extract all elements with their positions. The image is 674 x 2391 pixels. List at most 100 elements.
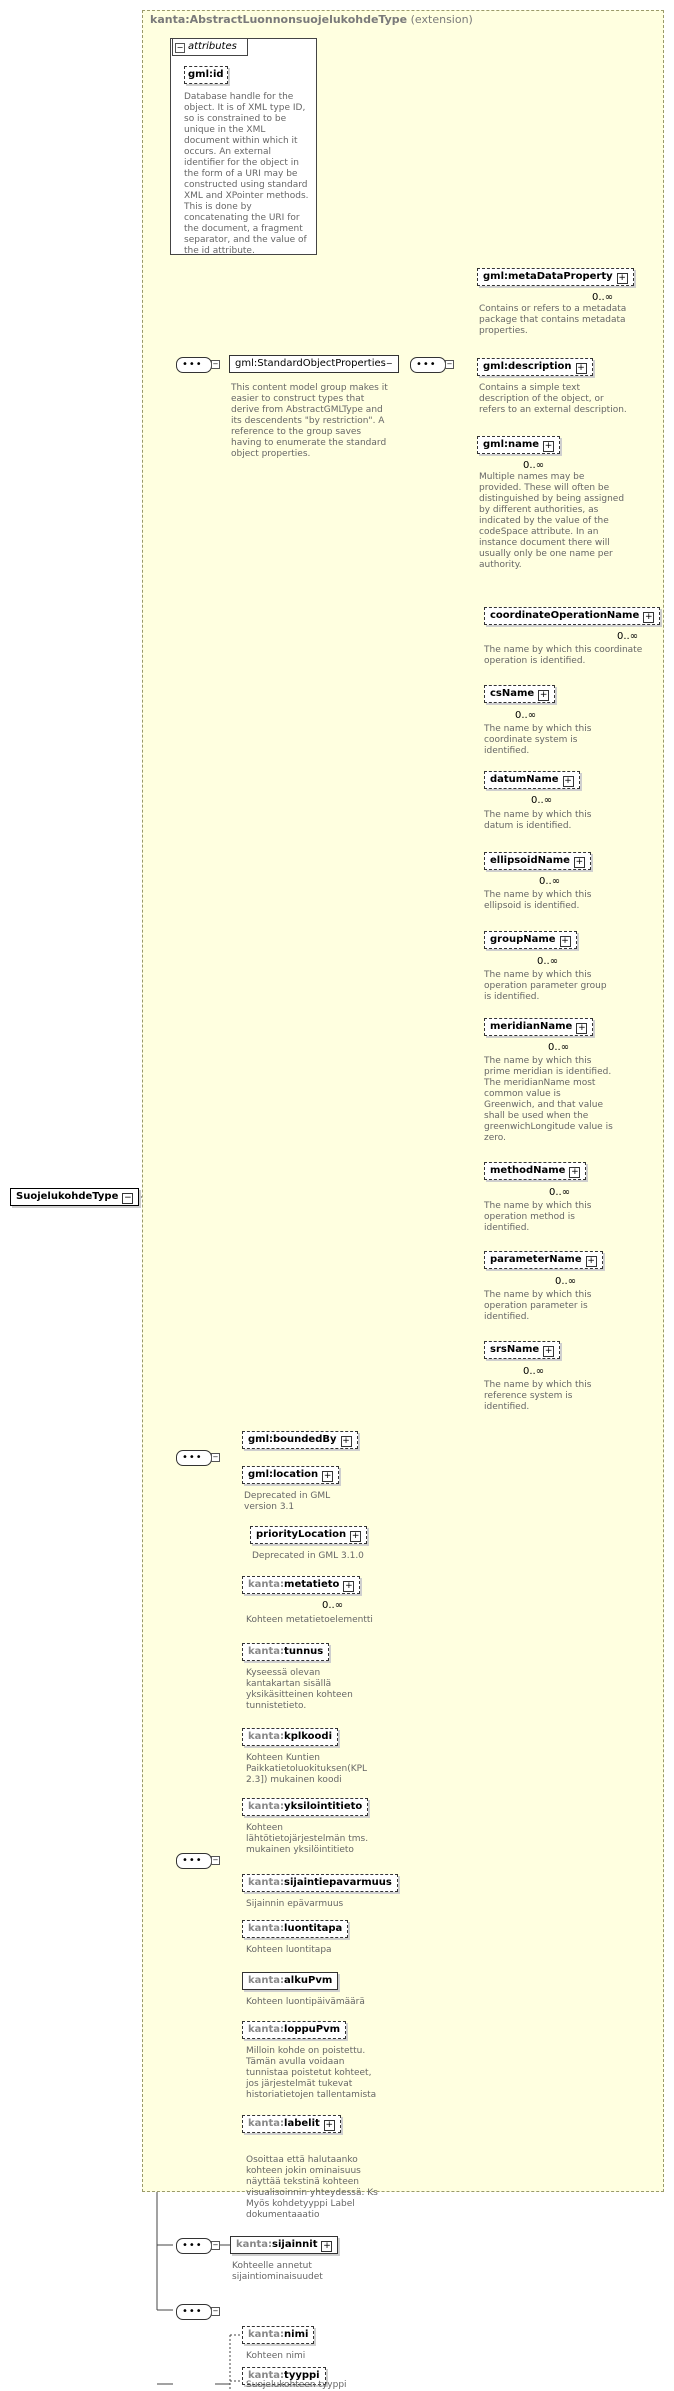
- kanta-tyyppi-element[interactable]: kanta:tyyppi: [242, 2367, 326, 2385]
- occurrence-label: 0..∞: [549, 1187, 571, 1198]
- occurrence-label: 0..∞: [548, 1042, 570, 1053]
- element-description: The name by which this operation paramet…: [484, 970, 607, 1002]
- sequence-compositor[interactable]: [176, 2238, 212, 2254]
- standard-object-properties-description: This content model group makes it easier…: [231, 383, 388, 459]
- root-element[interactable]: SuojelukohdeType−: [10, 1188, 140, 1206]
- element-description: Sijainnin epävarmuus: [246, 1899, 344, 1909]
- gml-location-element[interactable]: gml:location+: [242, 1466, 340, 1484]
- sequence-compositor[interactable]: [410, 357, 446, 373]
- kanta-loppupvm-element[interactable]: kanta:loppuPvm: [242, 2021, 347, 2039]
- expand-icon: +: [643, 612, 655, 623]
- element-description: The name by which this prime meridian is…: [484, 1056, 613, 1143]
- element-description: Kohteen metatietoelementti: [246, 1615, 373, 1625]
- gml-metadataproperty-element[interactable]: gml:metaDataProperty+: [477, 268, 634, 286]
- standard-object-properties-group[interactable]: gml:StandardObjectProperties−: [229, 355, 399, 373]
- methodname-element[interactable]: methodName+: [484, 1162, 587, 1180]
- element-description: Kohteen luontitapa: [246, 1945, 332, 1955]
- element-description: The name by which this coordinate system…: [484, 724, 592, 756]
- expand-icon: +: [576, 1023, 588, 1034]
- element-description: The name by which this datum is identifi…: [484, 810, 592, 831]
- occurrence-label: 0..∞: [531, 795, 553, 806]
- parametername-element[interactable]: parameterName+: [484, 1251, 603, 1269]
- collapse-icon[interactable]: −: [445, 360, 454, 369]
- collapse-icon[interactable]: −: [211, 1856, 220, 1865]
- occurrence-label: 0..∞: [539, 876, 561, 887]
- gml-boundedby-element[interactable]: gml:boundedBy+: [242, 1431, 358, 1449]
- collapse-icon[interactable]: −: [211, 360, 220, 369]
- expand-icon: +: [538, 690, 550, 701]
- element-description: The name by which this reference system …: [484, 1380, 592, 1412]
- expand-icon: +: [340, 1436, 352, 1447]
- expand-icon: +: [569, 1167, 581, 1178]
- gml-name-element[interactable]: gml:name+: [477, 436, 561, 454]
- ellipsoidname-element[interactable]: ellipsoidName+: [484, 852, 591, 870]
- element-description: Deprecated in GML version 3.1: [244, 1491, 331, 1512]
- collapse-icon[interactable]: −: [122, 1193, 134, 1204]
- element-description: Deprecated in GML 3.1.0: [252, 1551, 364, 1561]
- kanta-kplkoodi-element[interactable]: kanta:kplkoodi: [242, 1728, 338, 1746]
- expand-icon: +: [559, 936, 571, 947]
- occurrence-label: 0..∞: [537, 956, 559, 967]
- expand-icon: +: [573, 857, 585, 868]
- collapse-icon[interactable]: −: [385, 359, 393, 368]
- kanta-sijaintiepavarmuus-element[interactable]: kanta:sijaintiepavarmuus: [242, 1874, 398, 1892]
- occurrence-label: 0..∞: [322, 1600, 344, 1611]
- srsname-element[interactable]: srsName+: [484, 1341, 561, 1359]
- element-description: Multiple names may be provided. These wi…: [479, 472, 625, 570]
- datumname-element[interactable]: datumName+: [484, 771, 580, 789]
- expand-icon: +: [321, 2241, 333, 2252]
- expand-icon: +: [575, 363, 587, 374]
- element-description: Kohteen nimi: [246, 2351, 306, 2361]
- element-description: Kohteen Kuntien Paikkatietoluokituksen(K…: [246, 1753, 368, 1785]
- sequence-compositor[interactable]: [176, 1450, 212, 1466]
- occurrence-label: 0..∞: [523, 460, 545, 471]
- element-description: Kohteen lähtötietojärjestelmän tms. muka…: [246, 1823, 369, 1855]
- expand-icon: +: [543, 1346, 555, 1357]
- kanta-sijainnit-element[interactable]: kanta:sijainnit+: [230, 2236, 339, 2254]
- expand-icon: +: [323, 2120, 335, 2131]
- kanta-tunnus-element[interactable]: kanta:tunnus: [242, 1643, 330, 1661]
- gml-id-attribute[interactable]: gml:id: [184, 66, 228, 84]
- occurrence-label: 0..∞: [515, 710, 537, 721]
- expand-icon: +: [543, 441, 555, 452]
- kanta-labelit-element[interactable]: kanta:labelit+: [242, 2115, 341, 2133]
- root-label: SuojelukohdeType: [16, 1191, 119, 1202]
- expand-icon: +: [350, 1531, 362, 1542]
- sequence-compositor[interactable]: [176, 1853, 212, 1869]
- gml-id-description: Database handle for the object. It is of…: [184, 92, 309, 256]
- kanta-yksilointitieto-element[interactable]: kanta:yksilointitieto: [242, 1798, 369, 1816]
- occurrence-label: 0..∞: [523, 1366, 545, 1377]
- kanta-luontitapa-element[interactable]: kanta:luontitapa: [242, 1920, 349, 1938]
- element-description: Kohteelle annetut sijaintiominaisuudet: [232, 2261, 323, 2282]
- occurrence-label: 0..∞: [555, 1276, 577, 1287]
- groupname-element[interactable]: groupName+: [484, 931, 577, 949]
- element-description: Kyseessä olevan kantakartan sisällä yksi…: [246, 1668, 353, 1711]
- extension-title: kanta:AbstractLuonnonsuojelukohdeType (e…: [150, 13, 473, 26]
- kanta-nimi-element[interactable]: kanta:nimi: [242, 2326, 315, 2344]
- kanta-metatieto-element[interactable]: kanta:metatieto+: [242, 1576, 361, 1594]
- collapse-icon[interactable]: −: [211, 2241, 220, 2250]
- kanta-alkupvm-element[interactable]: kanta:alkuPvm: [242, 1972, 339, 1990]
- expand-icon: +: [562, 776, 574, 787]
- expand-icon: +: [343, 1581, 355, 1592]
- collapse-icon[interactable]: −: [211, 2307, 220, 2316]
- gml-description-element[interactable]: gml:description+: [477, 358, 593, 376]
- attributes-tab[interactable]: −attributes: [172, 38, 248, 56]
- collapse-icon[interactable]: −: [211, 1453, 220, 1462]
- collapse-icon[interactable]: −: [175, 43, 185, 53]
- element-description: Contains a simple text description of th…: [479, 383, 627, 415]
- csname-element[interactable]: csName+: [484, 685, 556, 703]
- expand-icon: +: [585, 1256, 597, 1267]
- meridianname-element[interactable]: meridianName+: [484, 1018, 594, 1036]
- element-description: Kohteen luontipäivämäärä: [246, 1997, 365, 2007]
- element-description: The name by which this operation method …: [484, 1201, 592, 1233]
- element-description: Suojelukohteen tyyppi: [246, 2380, 347, 2390]
- element-description: The name by which this operation paramet…: [484, 1290, 592, 1322]
- sequence-compositor[interactable]: [176, 357, 212, 373]
- sequence-compositor[interactable]: [176, 2304, 212, 2320]
- expand-icon: +: [322, 1471, 334, 1482]
- element-description: The name by which this coordinate operat…: [484, 645, 643, 666]
- coordinateoperationname-element[interactable]: coordinateOperationName+: [484, 607, 661, 625]
- prioritylocation-element[interactable]: priorityLocation+: [250, 1526, 368, 1544]
- element-description: Contains or refers to a metadata package…: [479, 304, 627, 336]
